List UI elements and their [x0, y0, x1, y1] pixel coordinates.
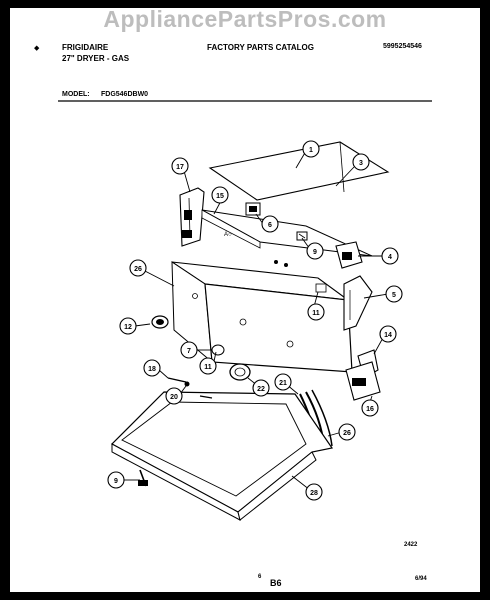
callout-label: 3	[359, 160, 363, 167]
screw-20	[184, 381, 190, 387]
callout-7	[180, 341, 198, 359]
callout-label: 11	[204, 364, 212, 371]
brand-name: FRIGIDAIRE	[62, 43, 109, 52]
product-type: 27" DRYER - GAS	[62, 54, 130, 63]
callout-17	[171, 157, 189, 175]
callout-22	[252, 379, 270, 397]
rear-panel	[208, 141, 390, 201]
timer-core	[342, 252, 352, 260]
switch-core	[249, 206, 257, 212]
callout-18	[143, 359, 161, 377]
callout-label: 11	[312, 310, 320, 317]
callout-28	[305, 483, 323, 501]
drawing-number: 2422	[404, 542, 418, 548]
callout-label: 1	[309, 147, 313, 154]
panel-mark: A○	[224, 232, 232, 238]
callout-11-bottom	[199, 357, 217, 375]
callout-circles	[107, 140, 403, 501]
dryer-top	[111, 391, 334, 513]
end-cap-bracket-lower	[182, 230, 192, 238]
callout-label: 28	[310, 490, 318, 497]
callout-label: 20	[170, 394, 178, 401]
callout-label: 26	[134, 266, 142, 273]
callout-14	[379, 325, 397, 343]
knob-7	[211, 344, 225, 356]
callout-label: 9	[114, 478, 118, 485]
callout-21	[274, 373, 292, 391]
end-cap-bracket	[184, 210, 192, 220]
callout-label: 15	[216, 193, 224, 200]
callout-label: 17	[176, 164, 184, 171]
callout-3	[352, 153, 370, 171]
callout-labels: 1 3 17 15 6 9 4 26 5 11 12 7 11 14 18 20…	[114, 147, 396, 497]
callout-label: 22	[257, 386, 265, 393]
screw-18	[167, 377, 187, 383]
control-panel-back-face	[201, 209, 261, 249]
callout-label: 6	[268, 222, 272, 229]
callout-26-top	[129, 259, 147, 277]
callout-1	[302, 140, 320, 158]
corner-mark: ◆	[34, 45, 40, 52]
callout-15	[211, 186, 229, 204]
page-code: B6	[270, 578, 282, 588]
callout-26-bottom	[338, 423, 356, 441]
page-prefix: 6	[258, 574, 262, 580]
callout-label: 16	[366, 406, 374, 413]
callout-label: 5	[392, 292, 396, 299]
callout-12	[119, 317, 137, 335]
callout-20	[165, 387, 183, 405]
catalog-title: FACTORY PARTS CATALOG	[207, 43, 314, 52]
end-cap-right	[343, 275, 373, 331]
dryer-top-side	[237, 451, 317, 521]
callout-5	[385, 285, 403, 303]
callout-label: 14	[384, 332, 392, 339]
harness-21c	[311, 389, 333, 447]
callout-11-top	[307, 303, 325, 321]
callout-label: 21	[279, 380, 287, 387]
dryer-top-lid	[121, 401, 307, 497]
callout-9-bottom	[107, 471, 125, 489]
callout-16	[361, 399, 379, 417]
revision-date: 6/94	[415, 576, 427, 582]
watermark: AppliancePartsPros.com	[103, 6, 387, 32]
callout-label: 26	[343, 430, 351, 437]
callout-label: 9	[313, 249, 317, 256]
callout-4	[381, 247, 399, 265]
callout-label: 12	[124, 324, 132, 331]
callout-9-top	[306, 242, 324, 260]
catalog-number: 5995254546	[383, 43, 422, 50]
callout-label: 18	[148, 366, 156, 373]
callout-label: 4	[388, 254, 392, 261]
model-label: MODEL:	[62, 91, 90, 98]
callout-label: 7	[187, 348, 191, 355]
callout-6	[261, 215, 279, 233]
rear-panel-edge	[339, 141, 345, 193]
model-number: FDG546DBW0	[101, 91, 149, 98]
